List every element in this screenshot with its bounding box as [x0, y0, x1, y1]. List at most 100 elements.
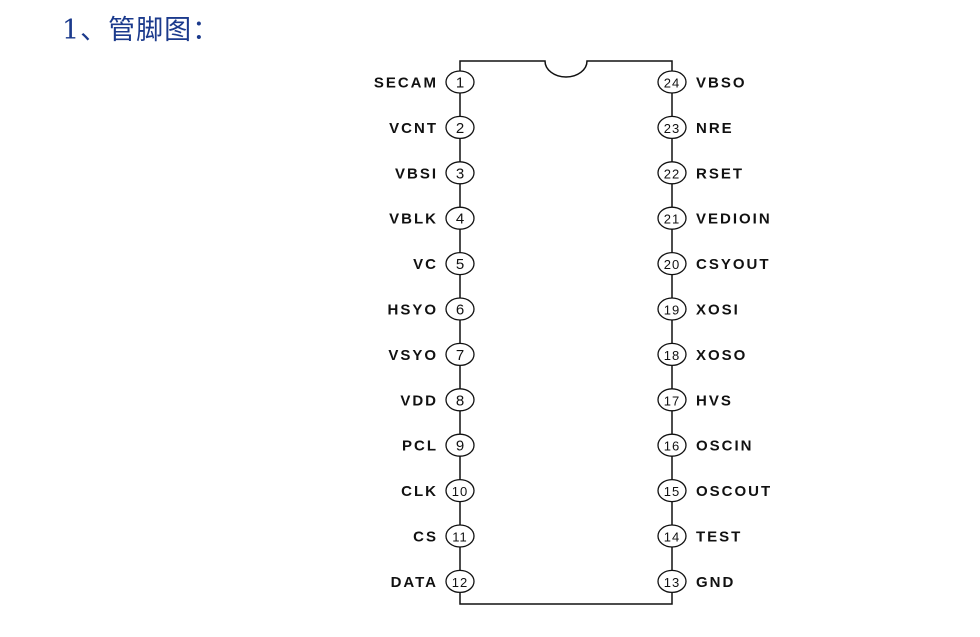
pin-circle	[445, 524, 475, 548]
pin-20: 20 CSYOUT	[657, 251, 771, 276]
pin-22: 22 RSET	[657, 161, 744, 185]
pin-label: VSYO	[388, 347, 438, 364]
pin-label: OSCOUT	[696, 483, 772, 500]
pin-circle	[445, 569, 475, 594]
pin-circle	[657, 251, 687, 276]
pin-label: VBLK	[389, 211, 438, 228]
pin-circle	[657, 342, 687, 367]
pin-label: GND	[696, 574, 735, 591]
pin-label: TEST	[696, 529, 742, 546]
pin-16: 16 OSCIN	[657, 433, 754, 457]
pin-number: 23	[664, 121, 680, 136]
pin-number: 8	[456, 392, 464, 409]
pin-circle	[445, 478, 475, 503]
pin-15: 15 OSCOUT	[657, 478, 772, 503]
pin-circle	[445, 297, 475, 321]
section-heading: 1、管脚图：	[62, 15, 221, 46]
pin-18: 18 XOSO	[657, 342, 747, 367]
pin-circle	[445, 206, 475, 230]
right-pin-column: 24 VBSO 23 NRE 22 RSET 21 VEDIOIN 20 CSYOUT 19 XOSI…	[657, 70, 772, 594]
pin-label: HVS	[696, 392, 733, 409]
pin-number: 2	[456, 120, 464, 137]
pin-19: 19 XOSI	[657, 297, 740, 321]
pin-10: 10 CLK	[401, 478, 475, 503]
pin-number: 17	[664, 393, 680, 408]
pin-number: 4	[456, 211, 464, 228]
pin-label: HSYO	[387, 302, 438, 319]
pin-circle	[657, 70, 687, 94]
pin-number: 20	[664, 257, 680, 272]
pin-label: PCL	[402, 438, 438, 455]
left-pin-column: 1 SECAM 2 VCNT 3 VBSI 4 VBLK 5 VC 6 HSYO 7 VSYO 8 VDD 9P…	[374, 70, 475, 594]
pin-circle	[445, 161, 475, 185]
pin-number: 3	[456, 165, 464, 182]
pin-circle	[445, 388, 475, 412]
pin-circle	[657, 206, 687, 230]
pin-7: 7 VSYO	[388, 342, 475, 367]
pin-label: VBSO	[696, 75, 747, 92]
pin-12: 12 DATA	[391, 569, 475, 594]
pin-label: VBSI	[395, 165, 438, 182]
pin-label: SECAM	[374, 75, 438, 92]
pin-1: 1 SECAM	[374, 70, 475, 94]
pin-label: NRE	[696, 120, 734, 137]
pin-circle	[657, 569, 687, 594]
pin-number: 18	[664, 348, 680, 363]
pin-circle	[657, 388, 687, 412]
pin-label: XOSI	[696, 302, 740, 319]
pin-8: 8 VDD	[400, 388, 475, 412]
pin-label: RSET	[696, 165, 744, 182]
pin-number: 15	[664, 484, 680, 499]
pin-number: 1	[456, 75, 464, 92]
pin-number: 12	[452, 575, 468, 590]
pin-circle	[657, 115, 687, 140]
pin-circle	[445, 70, 475, 94]
chip-outline	[459, 60, 673, 605]
pin-number: 13	[664, 575, 680, 590]
pin-number: 19	[664, 303, 680, 318]
pin-5: 5 VC	[413, 251, 475, 276]
pin-label: CSYOUT	[696, 256, 771, 273]
pin-number: 11	[452, 530, 468, 545]
pin-label: OSCIN	[696, 438, 754, 455]
pin-label: VC	[413, 256, 438, 273]
pin-11: 11 CS	[413, 524, 475, 548]
pin-23: 23 NRE	[657, 115, 734, 140]
pin-13: 13 GND	[657, 569, 735, 594]
pin-number: 16	[664, 439, 680, 454]
pin-number: 7	[456, 347, 464, 364]
pin-circle	[445, 342, 475, 367]
pin-label: DATA	[391, 574, 438, 591]
pin-4: 4 VBLK	[389, 206, 475, 230]
pin-circle	[657, 433, 687, 457]
pin-number: 6	[456, 302, 464, 319]
pin-2: 2 VCNT	[389, 115, 475, 140]
pin-label: CLK	[401, 483, 438, 500]
pin-label: VCNT	[389, 120, 438, 137]
pin-label: VEDIOIN	[696, 211, 772, 228]
pin-24: 24 VBSO	[657, 70, 747, 94]
pin-14: 14 TEST	[657, 524, 742, 548]
pin-label: XOSO	[696, 347, 747, 364]
pin-6: 6 HSYO	[387, 297, 475, 321]
pin-number: 5	[456, 256, 464, 273]
pin-3: 3 VBSI	[395, 161, 475, 185]
pin-circle	[657, 524, 687, 548]
pin-circle	[445, 115, 475, 140]
pin-label: VDD	[400, 392, 438, 409]
pin-number: 10	[452, 484, 468, 499]
pin-number: 24	[664, 76, 680, 91]
pin-number: 22	[664, 166, 680, 181]
pin-circle	[657, 297, 687, 321]
pin-circle	[657, 161, 687, 185]
pin-circle	[657, 478, 687, 503]
pin-number: 21	[664, 212, 680, 227]
pin-label: CS	[413, 529, 438, 546]
pin-number: 14	[664, 530, 680, 545]
pin-17: 17 HVS	[657, 388, 733, 412]
pin-circle	[445, 433, 475, 457]
pin-circle	[445, 251, 475, 276]
pin-21: 21 VEDIOIN	[657, 206, 772, 230]
